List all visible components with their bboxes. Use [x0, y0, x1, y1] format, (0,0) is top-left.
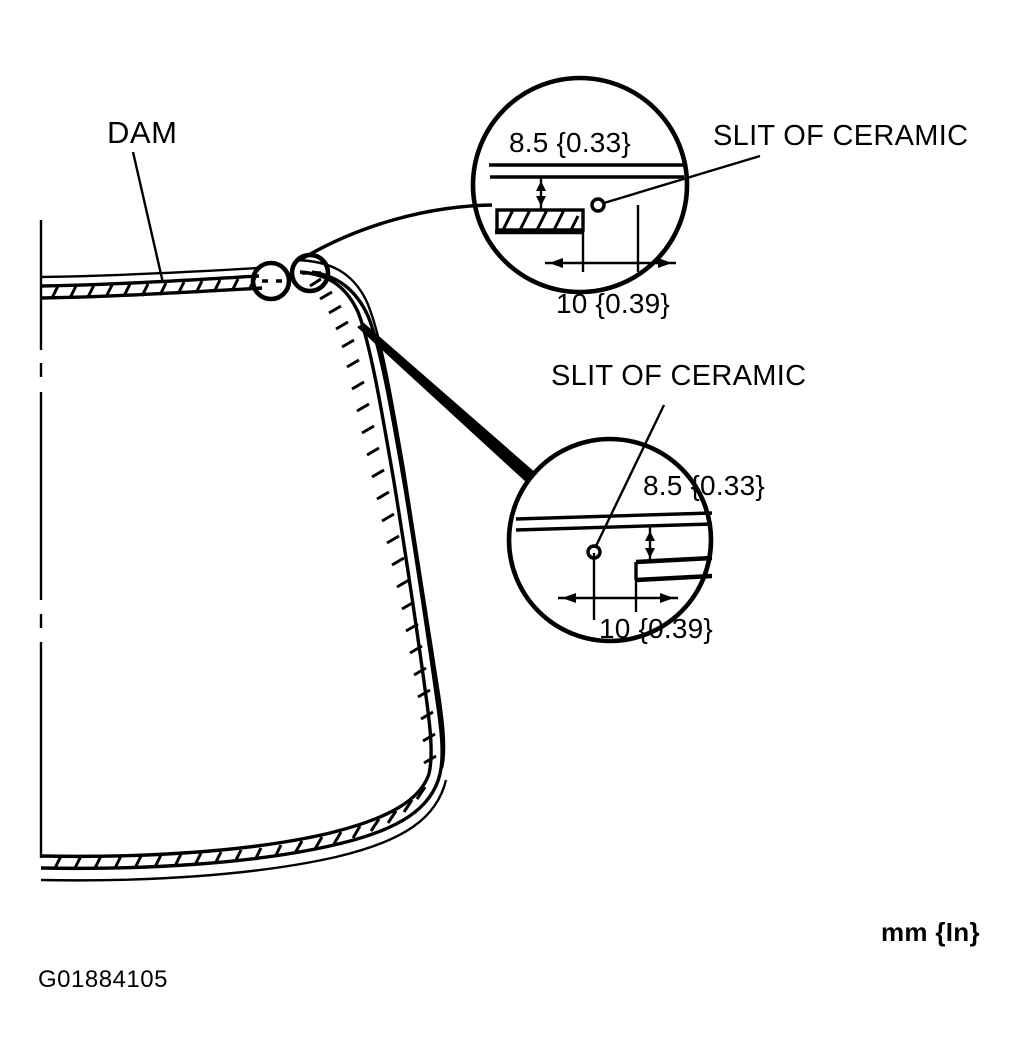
- detail-upper-horizontal-dimension: [545, 258, 676, 268]
- slit-marker-circle-1: [250, 260, 292, 302]
- detail-lower-vertical-dimension: [645, 527, 655, 562]
- glass-upper-outer-edge: [40, 266, 259, 279]
- detail-upper-dim-horizontal: 10 {0.39}: [556, 288, 670, 319]
- glass-right-outer-contour: [295, 258, 446, 769]
- dam-band-bottom: [40, 773, 442, 871]
- leader-to-detail-upper: [299, 203, 493, 262]
- detail-upper-group: 8.5 {0.33} 10 {0.39}: [470, 75, 761, 319]
- detail-upper-vertical-dimension: [536, 177, 546, 210]
- label-slit-of-ceramic-upper: SLIT OF CERAMIC: [713, 120, 968, 152]
- glass-bottom-outer-edge: [40, 779, 448, 882]
- dam-band-right: [299, 270, 444, 775]
- label-dam: DAM: [107, 115, 177, 150]
- detail-lower-dim-horizontal: 10 {0.39}: [599, 613, 713, 644]
- label-slit-of-ceramic-lower: SLIT OF CERAMIC: [551, 360, 806, 392]
- leader-to-detail-lower: [357, 323, 537, 483]
- detail-lower-callout: [586, 404, 666, 560]
- dam-leader-line: [131, 151, 165, 284]
- units-note: mm {In}: [881, 917, 980, 947]
- detail-lower-group: 8.5 {0.33} 10 {0.39}: [506, 404, 765, 644]
- detail-upper-circle: [470, 75, 690, 295]
- detail-lower-horizontal-dimension: [558, 593, 678, 603]
- detail-lower-circle: [506, 436, 714, 644]
- figure-id-code: G01884105: [38, 966, 168, 993]
- detail-upper-dim-vertical: 8.5 {0.33}: [509, 127, 631, 158]
- detail-lower-dim-vertical: 8.5 {0.33}: [643, 470, 765, 501]
- detail-upper-callout: [590, 154, 761, 213]
- detail-upper-glass-lines: [489, 163, 684, 179]
- dam-band-upper: [40, 274, 263, 300]
- detail-lower-glass-lines: [515, 511, 713, 532]
- windshield-glass-view: [39, 151, 537, 882]
